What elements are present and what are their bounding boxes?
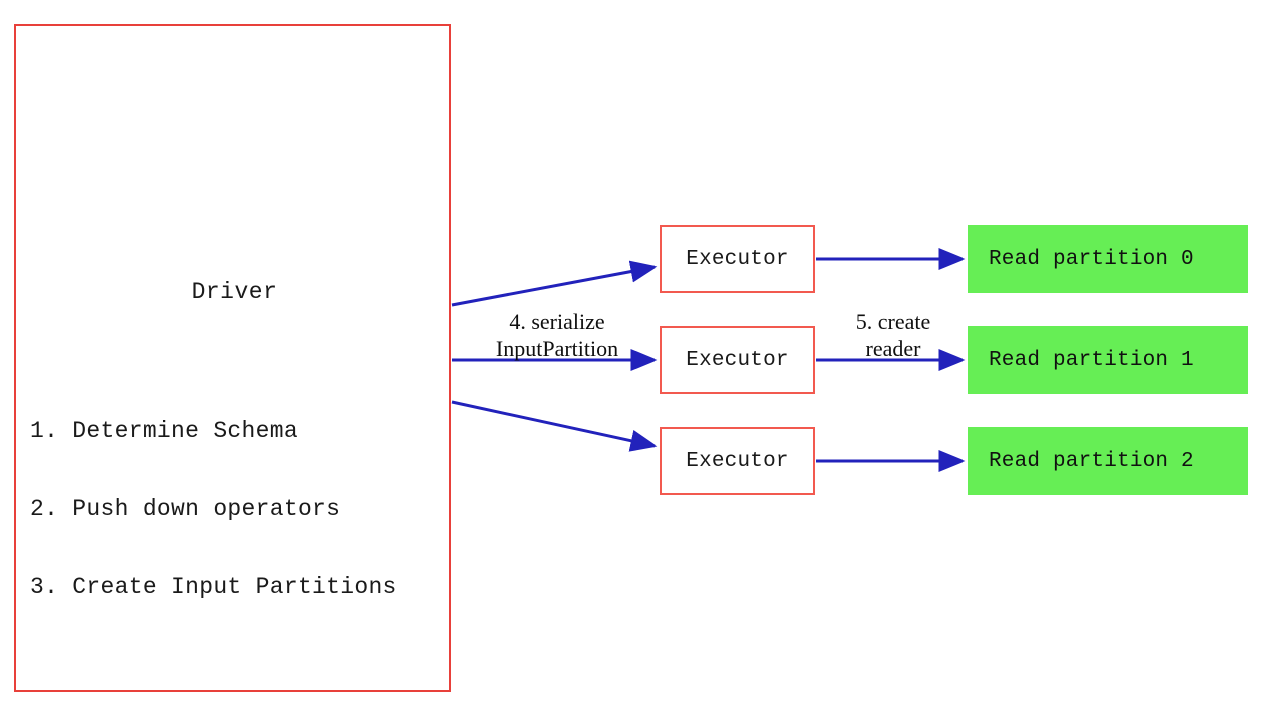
driver-step-1: 1. Determine Schema: [30, 418, 298, 444]
partition-label-1: Read partition 1: [989, 348, 1194, 372]
executor-label-2: Executor: [686, 449, 789, 473]
driver-step-2: 2. Push down operators: [30, 496, 341, 522]
arrow-driver-to-executor-0: [451, 260, 658, 307]
edge-label-create-reader: 5. create reader: [818, 308, 968, 362]
executor-label-1: Executor: [686, 348, 789, 372]
driver-step-3: 3. Create Input Partitions: [30, 574, 397, 600]
edge-label-create-reader-line-1: 5. create: [855, 309, 931, 334]
partition-label-2: Read partition 2: [989, 449, 1194, 473]
edge-label-serialize-line-2: InputPartition: [495, 336, 619, 361]
partition-box-1: Read partition 1: [968, 326, 1248, 394]
edge-label-create-reader-line-2: reader: [865, 336, 921, 361]
driver-box: Driver 1. Determine Schema 2. Push down …: [14, 24, 451, 692]
driver-title: Driver: [191, 279, 278, 305]
partition-box-0: Read partition 0: [968, 225, 1248, 293]
arrow-driver-to-executor-2: [451, 400, 658, 452]
partition-box-2: Read partition 2: [968, 427, 1248, 495]
executor-label-0: Executor: [686, 247, 789, 271]
edge-label-serialize-line-1: 4. serialize: [509, 309, 605, 334]
executor-box-1: Executor: [660, 326, 815, 394]
executor-box-2: Executor: [660, 427, 815, 495]
partition-label-0: Read partition 0: [989, 247, 1194, 271]
driver-steps-list: 1. Determine Schema 2. Push down operato…: [30, 366, 450, 652]
executor-box-0: Executor: [660, 225, 815, 293]
edge-label-serialize-input-partition: 4. serialize InputPartition: [447, 308, 667, 362]
